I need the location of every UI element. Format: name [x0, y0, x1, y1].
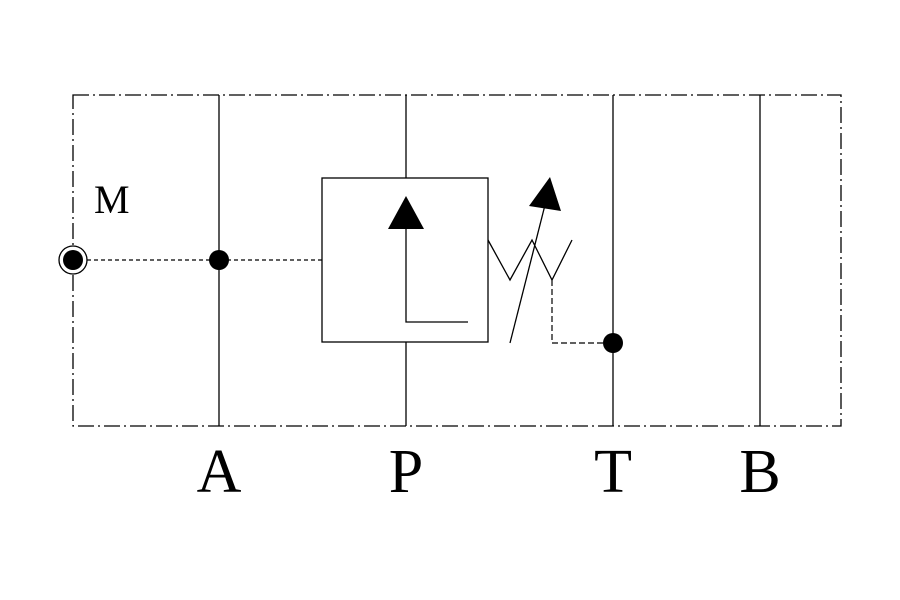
flow-path — [405, 228, 468, 323]
adjustment-arrow-icon — [529, 177, 561, 211]
adjustment-arrow-shaft — [509, 204, 546, 344]
drain-line — [551, 280, 613, 344]
spring-icon — [487, 238, 573, 282]
port-label-t: T — [594, 438, 632, 506]
port-label-p: P — [389, 438, 423, 506]
junction-dot-a — [209, 250, 229, 270]
junction-dot-t — [603, 333, 623, 353]
gauge-port-dot — [63, 250, 83, 270]
port-label-b: B — [739, 438, 780, 506]
flow-arrow-icon — [388, 196, 424, 229]
gauge-label: M — [94, 177, 130, 222]
port-label-a: A — [197, 438, 242, 506]
